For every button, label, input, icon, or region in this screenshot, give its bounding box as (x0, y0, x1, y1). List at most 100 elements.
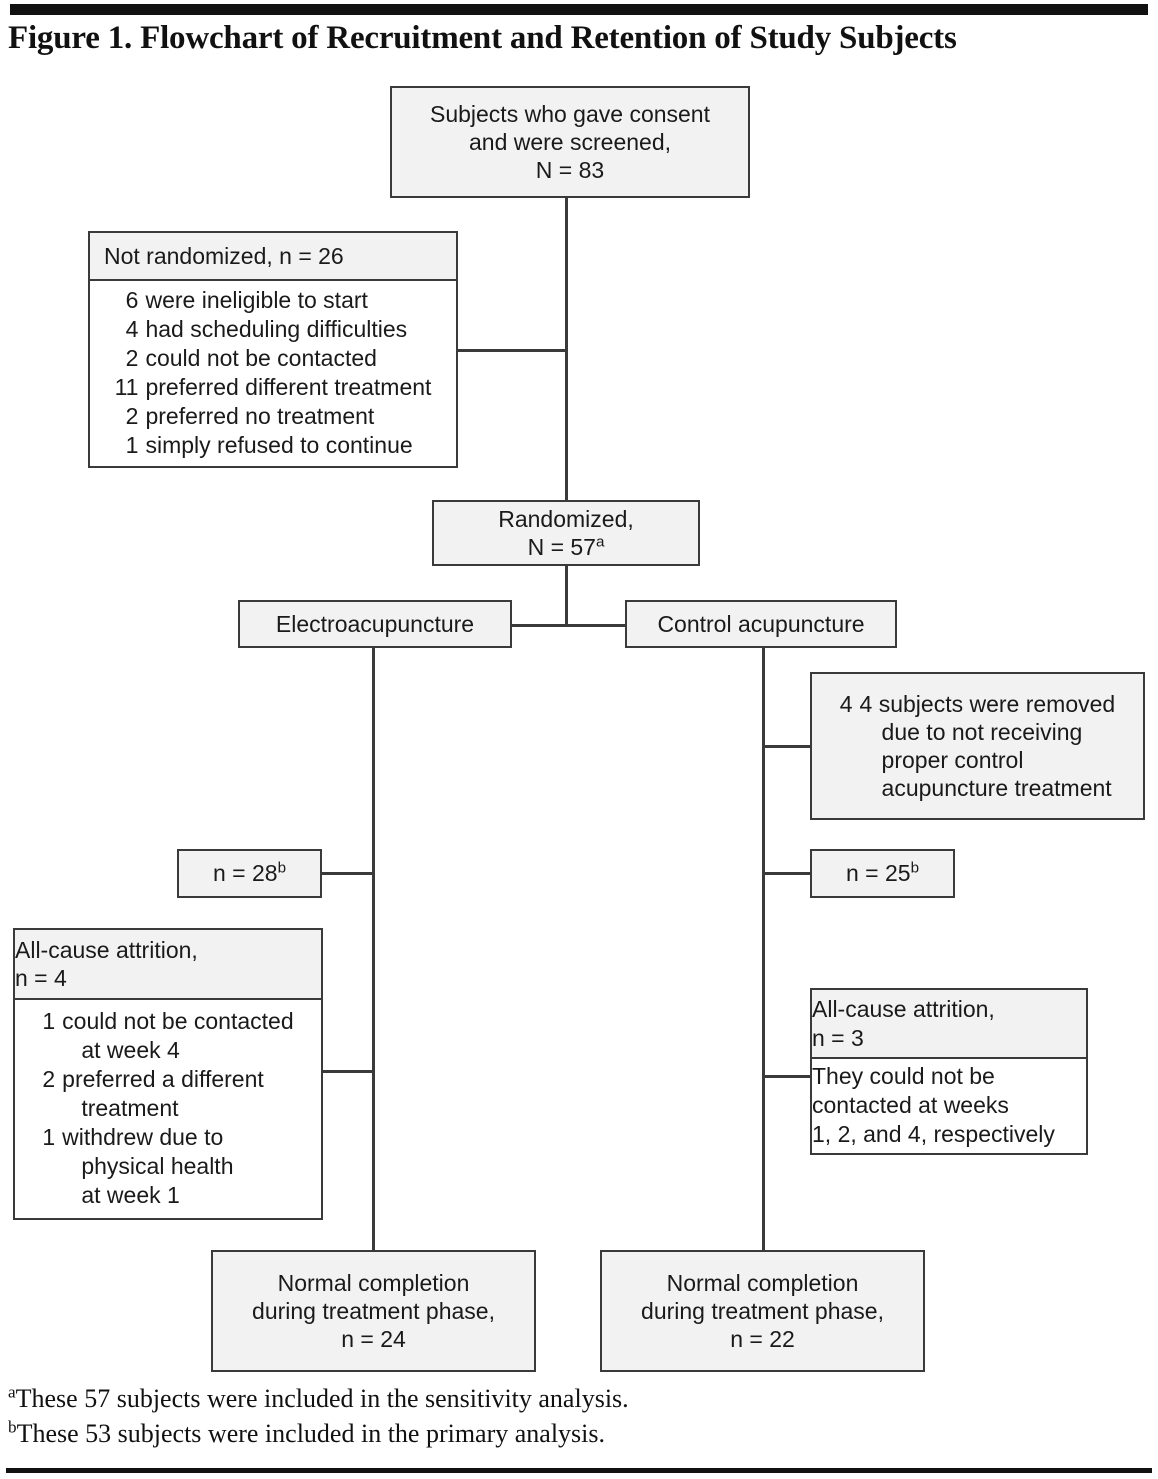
reason-text: preferred different treatment (145, 374, 432, 400)
list-item: physical health (42, 1152, 293, 1181)
footnote-b-text: These 53 subjects were included in the p… (16, 1418, 606, 1448)
connector-right-removed (762, 745, 812, 748)
bottom-rule (6, 1468, 1152, 1473)
subjects-screened-line2: and were screened, (468, 128, 671, 155)
list-item: 1 simply refused to continue (115, 431, 432, 460)
completion-left-line1: Normal completion (277, 1269, 470, 1296)
not-randomized-header: Not randomized, n = 26 (90, 233, 456, 281)
list-item: at week 1 (42, 1181, 293, 1210)
removed-spacer (840, 774, 860, 802)
reason-text: treatment (62, 1095, 179, 1122)
completion-left-line2: during treatment phase, (252, 1297, 495, 1324)
figure-title: Figure 1. Flowchart of Recruitment and R… (8, 20, 957, 56)
reason-count: 6 (125, 287, 139, 314)
footnotes: aThese 57 subjects were included in the … (8, 1382, 1108, 1452)
list-item: 11 preferred different treatment (115, 373, 432, 402)
node-n-left: n = 28b (177, 849, 322, 898)
not-randomized-body: 6 were ineligible to start 4 had schedul… (90, 281, 456, 465)
list-item: proper control (840, 746, 1115, 774)
list-item: 4 4 subjects were removed (840, 690, 1115, 718)
node-subjects-removed: 4 4 subjects were removed due to not rec… (810, 672, 1145, 820)
removed-line1: 4 subjects were removed (859, 690, 1116, 717)
reason-text: preferred no treatment (145, 402, 375, 429)
reason-text: at week 4 (62, 1037, 180, 1064)
list-item: due to not receiving (840, 718, 1115, 746)
removed-spacer (840, 746, 860, 774)
removed-count: 4 (839, 690, 853, 717)
node-completion-right: Normal completion during treatment phase… (600, 1250, 925, 1372)
reason-count (42, 1036, 62, 1065)
completion-right-line2: during treatment phase, (641, 1297, 884, 1324)
reason-count: 2 (125, 345, 139, 372)
arm-electroacupuncture-label: Electroacupuncture (275, 610, 475, 637)
footnote-b: bThese 53 subjects were included in the … (8, 1417, 1108, 1452)
reason-count: 11 (114, 374, 139, 400)
reason-count: 1 (42, 1008, 56, 1035)
reason-text: were ineligible to start (145, 287, 368, 314)
list-item: at week 4 (42, 1036, 293, 1065)
attrition-right-line1: They could not be (812, 1063, 995, 1090)
completion-right-line3: n = 22 (730, 1326, 795, 1353)
connector-to-not-randomized (457, 349, 567, 352)
list-item: treatment (42, 1094, 293, 1123)
node-randomized: Randomized, N = 57a (432, 500, 700, 566)
reason-text: simply refused to continue (145, 431, 413, 458)
n-left-value: n = 28b (179, 859, 320, 887)
reason-text: withdrew due to (62, 1123, 224, 1150)
node-subjects-screened: Subjects who gave consent and were scree… (390, 86, 750, 198)
list-item: 2 could not be contacted (115, 344, 432, 373)
footnote-a: aThese 57 subjects were included in the … (8, 1382, 1108, 1417)
reason-count (42, 1094, 62, 1123)
removed-line4: acupuncture treatment (881, 775, 1112, 802)
attrition-right-line3: 1, 2, and 4, respectively (812, 1120, 1055, 1147)
footnote-marker-b: b (910, 859, 920, 877)
node-n-right: n = 25b (810, 849, 955, 898)
connector-right-attrition (762, 1075, 812, 1078)
randomized-n: N = 57 (527, 534, 596, 560)
subjects-screened-line3: N = 83 (535, 157, 605, 184)
attrition-right-header: All-cause attrition, n = 3 (812, 990, 1086, 1059)
removed-spacer (840, 718, 860, 746)
node-completion-left: Normal completion during treatment phase… (211, 1250, 536, 1372)
footnote-b-marker: b (8, 1417, 17, 1437)
list-item: 2 preferred a different (42, 1065, 293, 1094)
list-item: acupuncture treatment (840, 774, 1115, 802)
reason-count: 2 (42, 1066, 56, 1093)
node-not-randomized: Not randomized, n = 26 6 were ineligible… (88, 231, 458, 468)
list-item: 4 had scheduling difficulties (115, 315, 432, 344)
reason-text: could not be contacted (62, 1008, 294, 1035)
attrition-left-header-line2: n = 4 (15, 965, 67, 991)
connector-right-arm-trunk (762, 647, 765, 1252)
attrition-left-body: 1 could not be contacted at week 4 2 pre… (15, 1000, 321, 1217)
not-randomized-header-label: Not randomized, n = 26 (104, 242, 344, 269)
node-attrition-left: All-cause attrition, n = 4 1 could not b… (13, 928, 323, 1220)
subjects-screened-line1: Subjects who gave consent (429, 100, 710, 127)
connector-left-arm-trunk (372, 647, 375, 1252)
node-arm-electroacupuncture: Electroacupuncture (238, 600, 512, 648)
footnote-marker-b: b (277, 859, 287, 877)
randomized-line2: N = 57a (434, 533, 698, 561)
node-attrition-right: All-cause attrition, n = 3 They could no… (810, 988, 1088, 1155)
reason-count: 1 (125, 431, 139, 458)
top-rule (10, 4, 1148, 15)
removed-line3: proper control (881, 747, 1024, 773)
completion-left-line3: n = 24 (341, 1326, 406, 1353)
reason-count (42, 1181, 62, 1210)
reason-count (42, 1152, 62, 1181)
attrition-left-reason-list: 1 could not be contacted at week 4 2 pre… (42, 1007, 293, 1210)
attrition-right-header-line2: n = 3 (812, 1024, 864, 1051)
connector-randomized-down (565, 566, 568, 626)
attrition-right-body: They could not be contacted at weeks 1, … (812, 1059, 1086, 1152)
connector-right-n25 (762, 872, 812, 875)
n-left-prefix: n = 28 (212, 860, 278, 887)
attrition-left-header-line1: All-cause attrition, (15, 936, 198, 963)
list-item: 1 withdrew due to (42, 1123, 293, 1152)
connector-arm-split (510, 624, 628, 627)
completion-right-line1: Normal completion (666, 1269, 859, 1296)
list-item: 2 preferred no treatment (115, 402, 432, 431)
reason-text: preferred a different (62, 1066, 264, 1093)
reason-count: 4 (125, 316, 139, 343)
attrition-left-header: All-cause attrition, n = 4 (15, 930, 321, 1000)
footnote-a-text: These 57 subjects were included in the s… (15, 1384, 629, 1413)
